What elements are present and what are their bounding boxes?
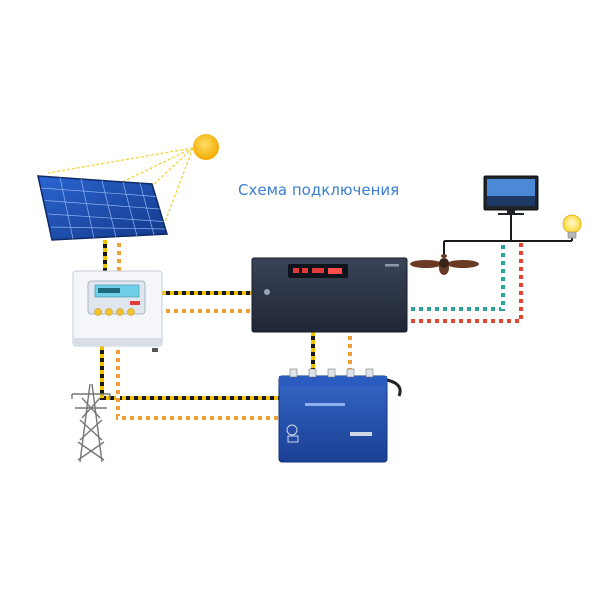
power-tower-icon [71,383,111,463]
inverter-to-loads-wire-1 [407,240,505,311]
inverter-to-loads-wire-2 [407,240,523,323]
ceiling-fan-icon [410,254,479,275]
controller-to-battery-wire-1 [100,346,279,400]
controller-to-battery-wire-1 [100,346,279,400]
charge-controller-icon [72,270,163,352]
diagram-title: Схема подключения [238,181,399,199]
tv-icon [483,175,539,215]
controller-to-battery-wire-2 [116,346,279,420]
light-bulb-icon [562,214,582,239]
inverter-to-loads-wire-1 [407,240,505,311]
battery-icon [278,368,402,463]
controller-to-battery-wire-2 [116,346,279,420]
solar-panel-icon [37,175,168,241]
inverter-icon [251,257,408,333]
wires [100,215,573,420]
sun-icon [193,134,219,160]
